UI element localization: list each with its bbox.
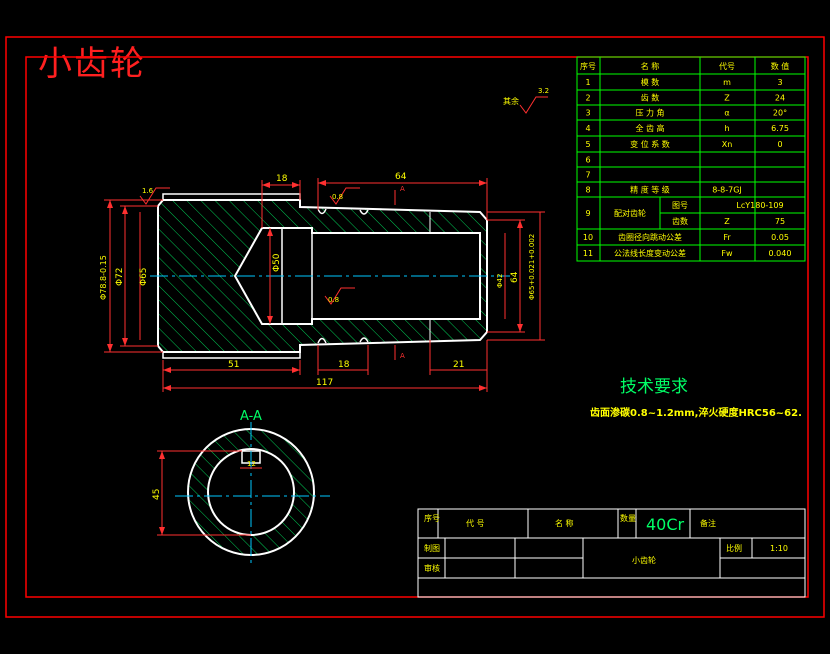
table-cell-code: α xyxy=(724,109,729,118)
dim-12: 12 xyxy=(247,460,256,468)
arrowheads xyxy=(107,180,523,391)
table-cell-value: 0.05 xyxy=(771,233,789,242)
table-cell-code: h xyxy=(724,124,729,133)
table-cell-no: 5 xyxy=(585,140,590,149)
table-cell-code: Fr xyxy=(723,233,731,242)
tb-material: 40Cr xyxy=(646,515,685,534)
sec-a-top: A xyxy=(400,185,405,193)
tech-heading: 技术要求 xyxy=(620,377,688,397)
table-cell-code: Fw xyxy=(721,249,733,258)
table-cell-value: 6.75 xyxy=(771,124,789,133)
rough-16: 1.6 xyxy=(142,187,154,195)
table-cell-name: 齿圈径向跳动公差 xyxy=(618,232,682,242)
table-cell-no: 9 xyxy=(585,209,590,218)
tb-remark: 备注 xyxy=(700,518,716,528)
title-block-grid xyxy=(417,508,806,598)
inner-frame xyxy=(25,56,809,598)
tb-name: 名 称 xyxy=(555,518,574,528)
tb-code: 代 号 xyxy=(466,518,485,528)
table-cell-no: 11 xyxy=(583,249,593,258)
dim-45: 45 xyxy=(152,489,162,500)
param-table-grid xyxy=(576,56,806,262)
roughness-value: 3.2 xyxy=(538,87,549,95)
roughness-label: 其余 xyxy=(503,96,519,106)
param-table-text: 序号 名 称 代号 数 值 1 模 数 m 3 2 齿 数 Z 24 3 压 力 角 α 20° 4 全 齿 高 h… xyxy=(580,61,791,258)
table-cell-value: 24 xyxy=(775,94,785,103)
table-cell-sub2: 齿数 xyxy=(672,216,688,226)
table-header-name: 名 称 xyxy=(641,61,660,71)
table-cell-value: 0.040 xyxy=(769,249,792,258)
table-cell-no: 3 xyxy=(585,109,590,118)
section-view xyxy=(157,422,330,566)
table-cell-code: m xyxy=(723,78,731,87)
table-cell-sub1-value: LcY180-109 xyxy=(736,201,783,210)
tb-qty: 数量 xyxy=(620,513,636,523)
table-cell-value: 75 xyxy=(775,217,785,226)
dim-phi42: Φ42 xyxy=(496,274,504,288)
table-header-code: 代号 xyxy=(719,61,735,71)
section-title: A-A xyxy=(240,409,262,424)
table-cell-code: Z xyxy=(724,217,730,226)
rough-08: 0.8 xyxy=(332,193,343,201)
dimension-labels: 18 64 51 18 21 117 1.6 0.8 0.8 A A Φ78.8… xyxy=(99,87,549,388)
table-header-no: 序号 xyxy=(580,61,596,71)
table-cell-no: 6 xyxy=(585,156,590,165)
dim-117: 117 xyxy=(316,378,333,388)
table-cell-name: 全 齿 高 xyxy=(635,123,664,133)
table-cell-sub1: 图号 xyxy=(672,201,688,210)
dim-64-top: 64 xyxy=(395,172,407,182)
dim-64-vertical: 64 xyxy=(510,271,520,283)
dim-phi65-tol: Φ65+0.021+0.002 xyxy=(528,234,536,300)
tb-scale: 1:10 xyxy=(770,544,788,553)
table-cell-no: 10 xyxy=(583,233,593,242)
tb-check: 审核 xyxy=(424,563,440,573)
dim-51: 51 xyxy=(228,360,239,370)
table-cell-name: 压 力 角 xyxy=(635,108,664,118)
table-cell-name: 变 位 系 数 xyxy=(630,139,670,149)
table-cell-value: 3 xyxy=(777,78,782,87)
table-cell-name: 配对齿轮 xyxy=(614,208,646,218)
table-cell-value: 0 xyxy=(777,140,782,149)
tb-scale-label: 比例 xyxy=(726,543,742,553)
table-cell-no: 1 xyxy=(585,78,590,87)
table-cell-value: 20° xyxy=(773,109,787,118)
dim-phi72: Φ72 xyxy=(115,267,125,286)
sec-a-bottom: A xyxy=(400,352,405,360)
table-cell-name: 齿 数 xyxy=(641,93,660,103)
dim-phi65: Φ65 xyxy=(139,267,149,286)
dim-18-top: 18 xyxy=(276,174,288,184)
main-dimensions xyxy=(104,96,548,392)
table-cell-no: 2 xyxy=(585,94,590,103)
table-header-value: 数 值 xyxy=(771,61,790,71)
table-cell-code: Xn xyxy=(722,140,733,149)
outer-frame xyxy=(5,36,825,618)
dim-phi50: Φ50 xyxy=(272,253,282,272)
table-cell-code: 8-8-7GJ xyxy=(712,186,742,195)
table-cell-name: 公法线长度变动公差 xyxy=(614,248,686,258)
title-block-text: 序号 代 号 名 称 数量 40Cr 备注 制图 审核 小齿轮 比例 1:10 xyxy=(424,513,788,573)
main-view xyxy=(150,193,510,359)
table-cell-no: 4 xyxy=(585,124,590,133)
tb-draw: 制图 xyxy=(424,543,440,553)
table-cell-code: Z xyxy=(724,94,730,103)
table-cell-name: 精 度 等 级 xyxy=(630,185,670,195)
dim-phi78: Φ78.8-0.15 xyxy=(99,255,108,300)
tb-seq: 序号 xyxy=(424,513,440,523)
tb-part-name: 小齿轮 xyxy=(632,555,656,565)
tech-text: 齿面渗碳0.8~1.2mm,淬火硬度HRC56~62. xyxy=(590,408,802,419)
table-cell-no: 8 xyxy=(585,186,590,195)
table-cell-no: 7 xyxy=(585,171,590,180)
rough-08b: 0.8 xyxy=(328,296,339,304)
table-cell-name: 模 数 xyxy=(641,77,660,87)
dim-18-bottom: 18 xyxy=(338,360,350,370)
drawing-title: 小齿轮 xyxy=(38,44,146,84)
dim-21: 21 xyxy=(453,360,464,370)
